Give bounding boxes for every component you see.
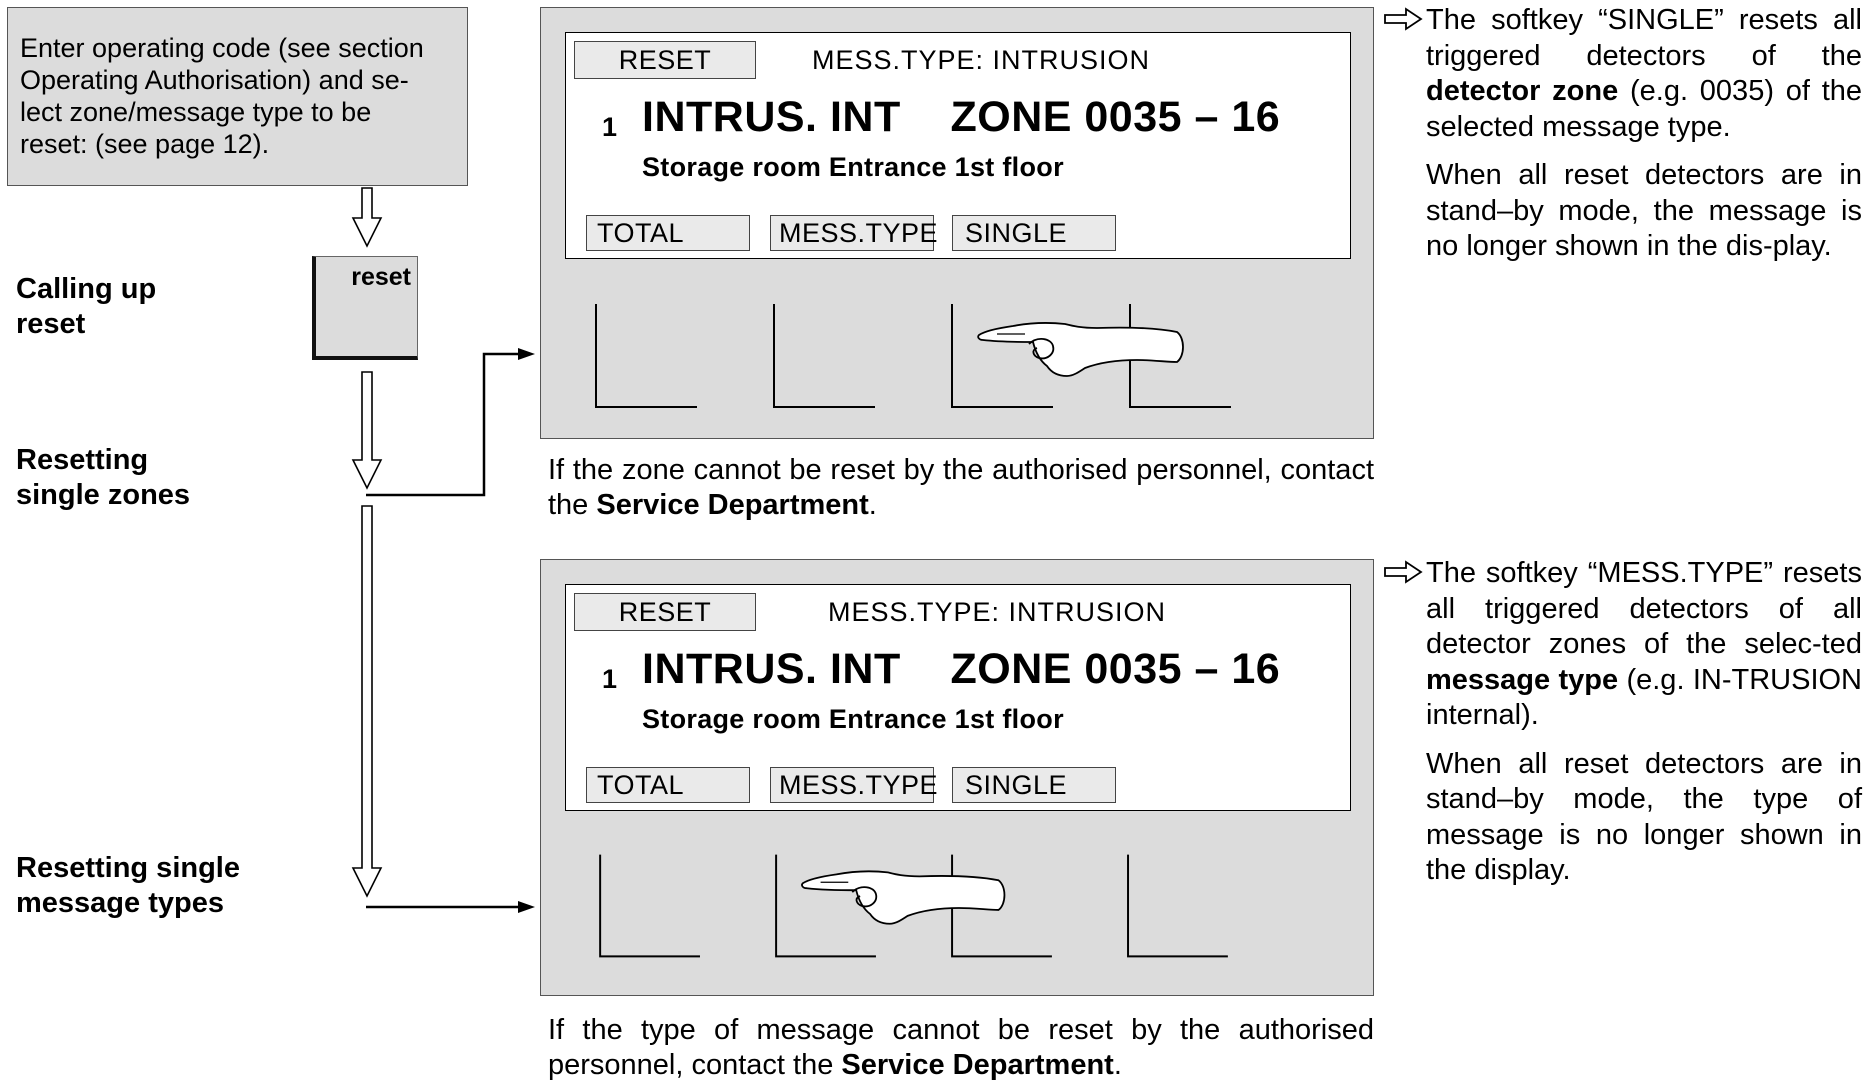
side-bold-text: detector zone <box>1426 75 1619 107</box>
softkey-label-total: TOTAL <box>586 767 750 803</box>
softkey-label-mess-type: MESS.TYPE <box>770 767 938 803</box>
down-arrow-icon <box>351 187 383 248</box>
lcd-message-number: 1 <box>602 112 618 142</box>
right-arrow-icon <box>518 348 535 360</box>
side-text: (e.g. 0035) of the selected message type… <box>1426 75 1863 143</box>
instruction-line: Operating Authorisation) and se- <box>20 65 409 95</box>
step-calling-up-reset: Calling up reset <box>16 272 156 342</box>
instruction-line: lect zone/message type to be <box>20 97 372 127</box>
step-label-line: Resetting <box>16 444 149 476</box>
lcd-title: MESS.TYPE: INTRUSION <box>828 597 1167 627</box>
lcd-display: RESET MESS.TYPE: INTRUSION 1 INTRUS. INT… <box>565 584 1351 811</box>
softkey-mess-type[interactable] <box>775 854 876 958</box>
side-paragraph: The softkey “SINGLE” resets all triggere… <box>1382 3 1862 145</box>
note-bold-text: Service Department <box>841 1049 1114 1081</box>
softkey-label-single: SINGLE <box>952 215 1116 251</box>
note-zone-cannot-reset: If the zone cannot be reset by the autho… <box>548 453 1374 523</box>
note-message-type-cannot-reset: If the type of message cannot be reset b… <box>548 1013 1374 1083</box>
softkey-label-single: SINGLE <box>952 767 1116 803</box>
softkey-total[interactable] <box>599 854 700 958</box>
down-arrow-icon <box>351 505 383 898</box>
side-text-mess-type: The softkey “MESS.TYPE” resets all trigg… <box>1382 556 1862 889</box>
lcd-message-location: Storage room Entrance 1st floor <box>642 152 1064 182</box>
lcd-title: MESS.TYPE: INTRUSION <box>812 45 1151 75</box>
softkey-total[interactable] <box>595 304 697 408</box>
lcd-message-main: INTRUS. INT ZONE 0035 – 16 <box>642 93 1281 141</box>
instruction-line: Enter operating code (see section <box>20 33 424 63</box>
lcd-message-main: INTRUS. INT ZONE 0035 – 16 <box>642 645 1281 693</box>
softkey-blank[interactable] <box>1127 854 1228 958</box>
step-label-line: reset <box>16 308 86 340</box>
pointing-hand-icon <box>801 870 1006 925</box>
right-arrow-icon <box>518 901 535 913</box>
lcd-message-number: 1 <box>602 664 618 694</box>
note-text: . <box>1113 1049 1122 1081</box>
step-label-line: Resetting single <box>16 852 240 884</box>
display-panel-single: RESET MESS.TYPE: INTRUSION 1 INTRUS. INT… <box>540 7 1374 439</box>
side-text: The softkey “MESS.TYPE” resets all trigg… <box>1426 557 1862 660</box>
note-text: If the type of message cannot be reset b… <box>548 1014 1374 1081</box>
step-label-line: single zones <box>16 479 191 511</box>
note-text: If the zone cannot be reset by the autho… <box>548 454 1374 521</box>
lcd-display: RESET MESS.TYPE: INTRUSION 1 INTRUS. INT… <box>565 32 1351 259</box>
step-resetting-single-message-types: Resetting single message types <box>16 851 240 921</box>
side-paragraph: The softkey “MESS.TYPE” resets all trigg… <box>1382 556 1862 734</box>
side-bold-text: message type <box>1426 663 1619 696</box>
side-paragraph: When all reset detectors are in stand–by… <box>1426 159 1862 262</box>
step-resetting-single-zones: Resetting single zones <box>16 443 190 513</box>
lcd-reset-label: RESET <box>574 41 756 79</box>
side-paragraph: When all reset detectors are in stand–by… <box>1426 747 1862 887</box>
note-bold-text: Service Department <box>596 489 869 521</box>
reset-key[interactable]: reset <box>312 256 418 360</box>
right-arrow-icon <box>1384 560 1423 584</box>
softkey-row <box>599 854 1228 958</box>
side-text-single: The softkey “SINGLE” resets all triggere… <box>1382 3 1862 265</box>
lcd-message-location: Storage room Entrance 1st floor <box>642 704 1064 734</box>
softkey-label-mess-type: MESS.TYPE <box>770 215 938 251</box>
pointing-hand-icon <box>977 322 1184 377</box>
side-text: The softkey “SINGLE” resets all triggere… <box>1426 4 1862 72</box>
reset-key-label: reset <box>351 263 411 291</box>
step-label-line: message types <box>16 887 224 919</box>
softkey-row <box>595 304 1231 408</box>
step-label-line: Calling up <box>16 273 157 305</box>
softkey-mess-type[interactable] <box>773 304 875 408</box>
softkey-single[interactable] <box>951 304 1053 408</box>
note-text: . <box>868 489 877 521</box>
down-arrow-icon <box>351 371 383 490</box>
connector-arrow-to-panel-1 <box>366 352 520 497</box>
instruction-line: reset: (see page 12). <box>20 129 270 159</box>
instruction-box: Enter operating code (see section Operat… <box>7 7 468 186</box>
display-panel-mess-type: RESET MESS.TYPE: INTRUSION 1 INTRUS. INT… <box>540 559 1374 996</box>
lcd-reset-label: RESET <box>574 593 756 631</box>
softkey-label-total: TOTAL <box>586 215 750 251</box>
right-arrow-icon <box>1384 7 1423 31</box>
side-text: (e.g. IN-TRUSION internal). <box>1426 663 1862 732</box>
